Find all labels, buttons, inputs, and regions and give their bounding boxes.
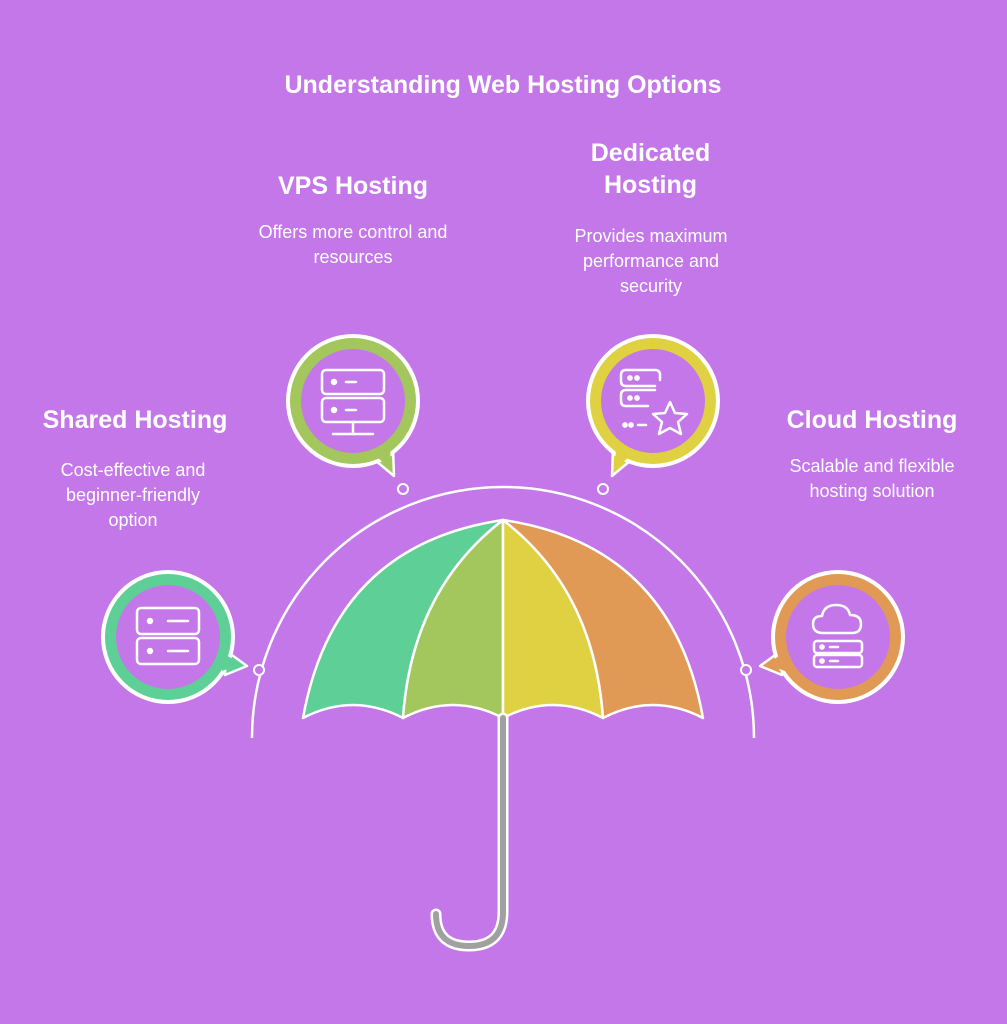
vps-hosting-heading: VPS Hosting: [277, 172, 428, 200]
umbrella-handle: [430, 712, 509, 952]
canopy-panel-cloud: [501, 518, 705, 720]
server-terminal-icon: [320, 368, 386, 436]
shared-hosting-description: Cost-effective and beginner-friendly opt…: [60, 460, 206, 530]
diagram-title: Understanding Web Hosting Options: [284, 71, 722, 99]
connector-dot-vps: [397, 483, 409, 495]
connector-arc: [250, 485, 756, 739]
server-star-icon: [619, 368, 689, 436]
umbrella-handle-core: [433, 715, 506, 950]
connector-dot-dedicated: [597, 483, 609, 495]
vps-hosting-bubble: [286, 334, 420, 478]
connector-dot-cloud: [740, 664, 752, 676]
shared-hosting-bubble: [101, 570, 249, 704]
dedicated-hosting-bubble: [586, 334, 720, 478]
connector-dot-shared: [253, 664, 265, 676]
shared-hosting-heading: Shared Hosting: [42, 406, 228, 434]
vps-hosting-description: Offers more control and resources: [258, 222, 448, 267]
dedicated-hosting-heading: Dedicated Hosting: [590, 139, 711, 199]
dedicated-hosting-description: Provides maximum performance and securit…: [574, 226, 728, 296]
cloud-server-icon: [811, 603, 864, 669]
server-stack-icon: [135, 606, 201, 666]
cloud-hosting-heading: Cloud Hosting: [786, 406, 958, 434]
cloud-hosting-bubble: [758, 570, 905, 704]
canopy-panel-vps: [401, 518, 505, 720]
cloud-hosting-description: Scalable and flexible hosting solution: [789, 456, 955, 501]
